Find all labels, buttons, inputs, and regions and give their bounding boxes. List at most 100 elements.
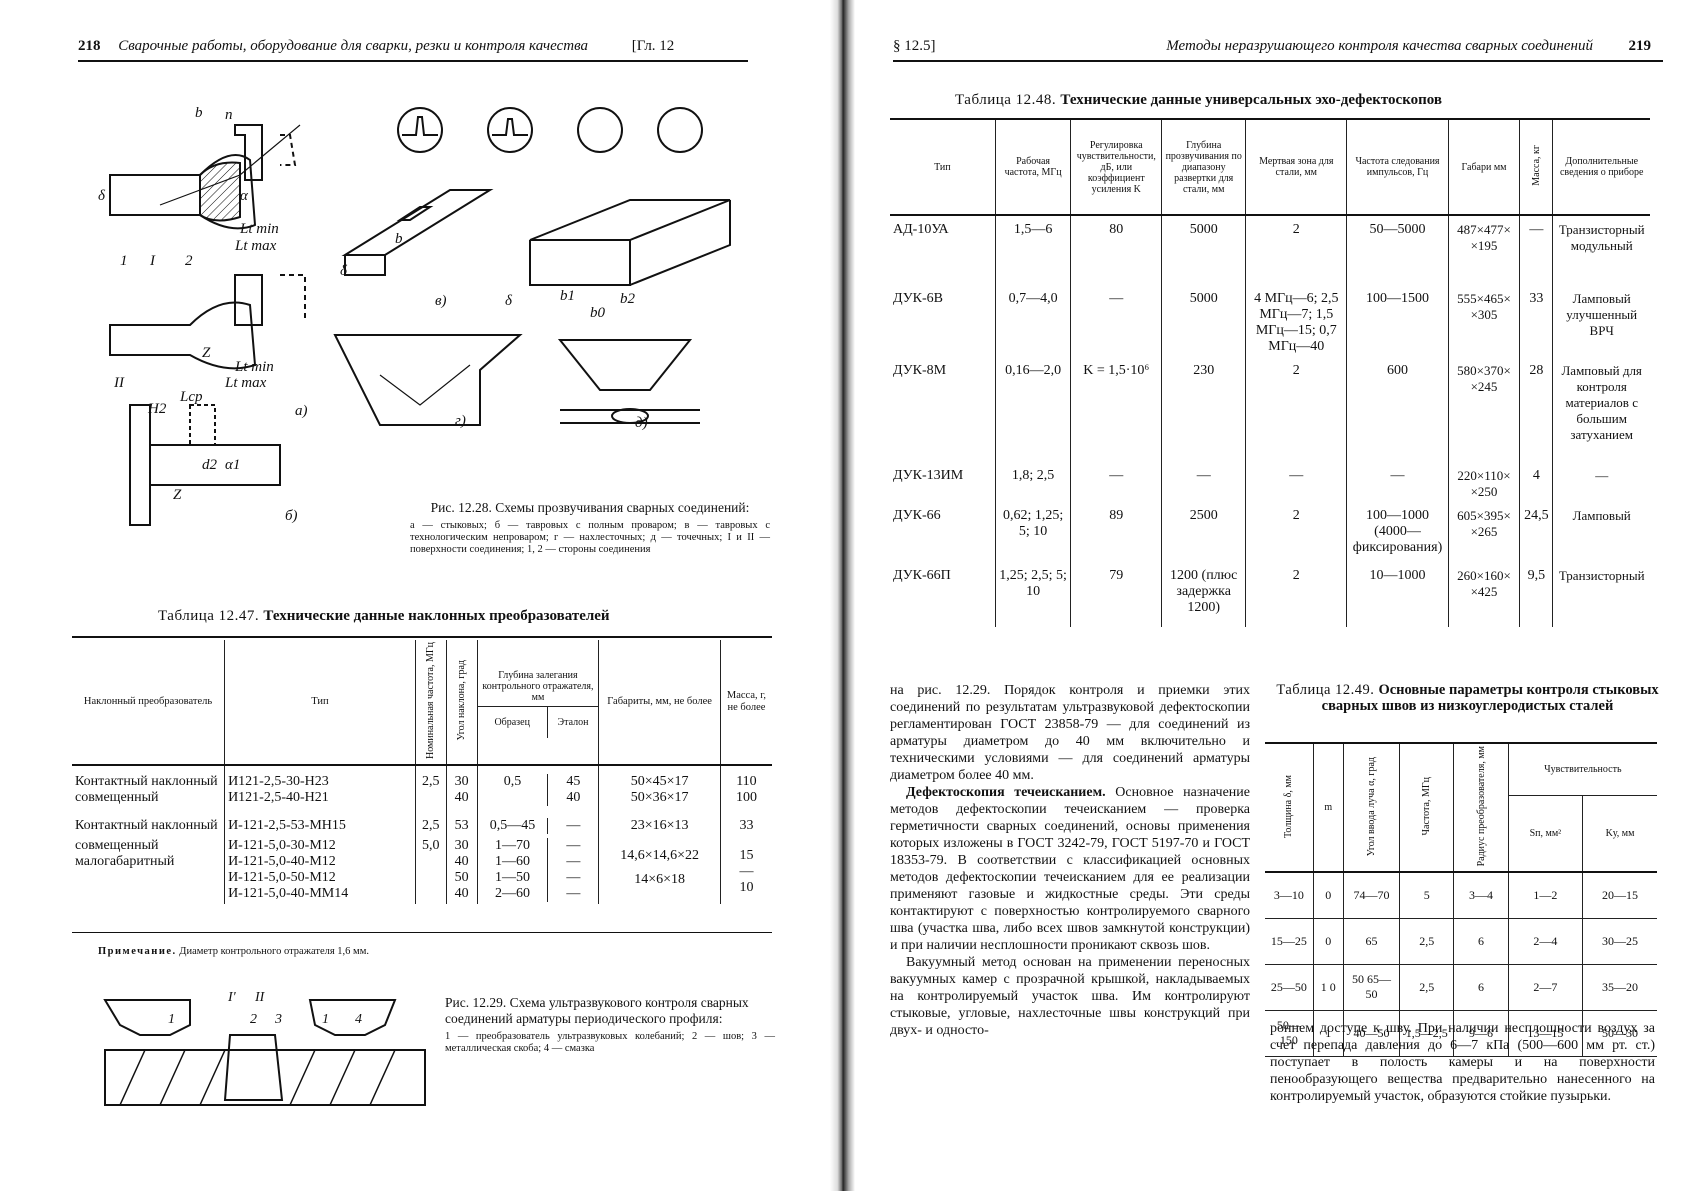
plate-side-d (629, 200, 731, 286)
dim-h2: H2 (147, 401, 167, 417)
table-1248-cell: 605×395× ×265 (1447, 502, 1520, 562)
cell-sample: 0,5—45 (489, 818, 536, 833)
dim-ltmax-a: Lt max (234, 238, 277, 254)
cell-sample: 0,5 (503, 774, 522, 789)
weld-clip (223, 1034, 284, 1101)
table-1248-header: Тип Рабочая частота, МГц Регулировка чув… (890, 120, 1650, 216)
table-1248-cell: 1200 (плюс задержка 1200) (1161, 562, 1246, 627)
dim-delta-v: δ (340, 263, 348, 279)
cell-etalon: — (566, 870, 581, 885)
th-m: m (1312, 744, 1344, 874)
label-4: 4 (355, 1012, 362, 1027)
table-1248-cell: — (1346, 462, 1449, 502)
cell-type: И-121-5,0-50-М12 (228, 870, 336, 885)
cell-group-3: совмещенный малогабаритный (75, 838, 175, 869)
table-1249-cell: 1 (1312, 1010, 1344, 1057)
table-1248-cell: 487×477× ×195 (1447, 215, 1520, 285)
table-1248-cell: 580×370× ×245 (1447, 357, 1520, 462)
cell-dims: 50×45×17 (630, 774, 689, 789)
table-1249-cell: 5 (1399, 872, 1454, 919)
dim-alpha: α (240, 188, 249, 204)
butt-weld-b (109, 301, 257, 370)
th-converter: Наклонный преобразователь (72, 640, 225, 766)
table-1249-cell: 0 (1312, 872, 1344, 919)
label-II: II (113, 375, 125, 391)
panel-label-v: в) (435, 293, 447, 309)
table-1249-cell: 2,5 (1399, 964, 1454, 1011)
table-1249-cell: 65 (1342, 918, 1400, 965)
cell-type: И-121-2,5-53-МН15 (224, 808, 416, 836)
left-header-rule (78, 60, 748, 62)
table-1249-cell: 3—10 (1273, 888, 1304, 903)
dim-b1: b1 (560, 288, 575, 304)
tee-web (129, 404, 151, 526)
table-1248-top-rule (890, 118, 1650, 120)
table-1249-cell: 74—70 (1342, 872, 1400, 919)
th-mass: Масса, г, не более (719, 640, 772, 766)
table-1247-row-2: Контактный наклонный И-121-2,5-53-МН15 2… (72, 808, 772, 836)
th-extra: Дополнительные сведения о приборе (1552, 120, 1650, 216)
dim-lcp: Lср (179, 389, 203, 405)
cell-angle: 53 (445, 808, 478, 836)
cell-angle: 40 (454, 854, 469, 869)
th-type: Тип (890, 120, 996, 216)
cell-type: И-121-5,0-40-ММ14 (228, 886, 349, 901)
th-sp: Sп, мм² (1507, 795, 1583, 874)
th-rep-rate: Частота следования импульсов, Гц (1346, 120, 1449, 216)
left-header-title: Сварочные работы, оборудование для сварк… (118, 38, 589, 54)
table-1248-cell: 33 (1519, 285, 1553, 357)
table-1247-row-1: Контактный наклонный совмещенный И121-2,… (72, 765, 772, 808)
table-1248-cell: 260×160× ×425 (1447, 562, 1520, 627)
table-1247: Наклонный преобразователь Тип Номинальна… (72, 640, 772, 904)
cell-sample: 1—70 (495, 838, 531, 853)
table-1248-cell: 1,5—6 (994, 215, 1071, 285)
dim-b: b (195, 105, 203, 121)
scope-circle-d1 (577, 107, 623, 153)
dim-z-tee: Z (173, 487, 182, 503)
dim-b0: b0 (590, 305, 606, 321)
table-1248-cell: 50—5000 (1346, 215, 1449, 285)
panel-label-d: д) (635, 415, 648, 431)
para-vacuum-method: Вакуумный метод основан на применении пе… (890, 955, 1250, 1038)
cell-type: И121-2,5-40-Н21 (228, 790, 329, 805)
dim-ltmax-b: Lt max (224, 375, 267, 391)
table-1249-top-rule (1265, 742, 1657, 744)
lap-plates (333, 334, 523, 426)
table-1248-cell: 5000 (1161, 215, 1246, 285)
table-1249-cell: 1—2 (1507, 872, 1583, 919)
scope-circle-v (397, 107, 443, 153)
label-2: 2 (250, 1012, 257, 1027)
left-page: 218 Сварочные работы, оборудование для с… (0, 0, 830, 1191)
table-1249-cell: 15—25 (1270, 933, 1307, 948)
cell-sample: 1—50 (495, 870, 531, 885)
table-1249-title: Таблица 12.49. Основные параметры контро… (1275, 682, 1660, 714)
th-thickness: Толщина δ, мм (1283, 774, 1295, 838)
label-3: 3 (275, 1012, 282, 1027)
fig-1229-caption: Рис. 12.29. Схема ультразвукового контро… (445, 995, 775, 1055)
table-1248-cell: 2 (1245, 502, 1347, 562)
table-1248-cell: 600 (1346, 357, 1449, 462)
table-1249-cell: 50 65—50 (1342, 964, 1400, 1011)
table-1248-cell: Ламповый для контроля материалов с больш… (1552, 357, 1650, 462)
subhead-leak-detection: Дефектоскопия течеисканием. (906, 785, 1106, 800)
table-1247-title: Таблица 12.47. Технические данные наклон… (158, 608, 758, 625)
table-1249-cell: 0 (1312, 918, 1344, 965)
cell-type: И-121-5,0-40-М12 (228, 854, 336, 869)
table-1248-cell: K = 1,5·10⁶ (1070, 357, 1162, 462)
cell-group-2: Контактный наклонный (75, 818, 218, 833)
panel-label-b: б) (285, 508, 298, 524)
dim-b-v: b (395, 231, 403, 247)
cell-mass: — (739, 864, 754, 879)
table-1248-cell: 2500 (1161, 502, 1246, 562)
cell-etalon: — (566, 838, 581, 853)
tee-flange (149, 444, 281, 486)
cell-angle: 40 (454, 886, 469, 901)
table-1248-cell: — (1519, 215, 1553, 285)
table-1249-cell: 35—20 (1582, 964, 1657, 1011)
tee-front-v (344, 255, 386, 276)
table-1249-cell: 1 0 (1312, 964, 1344, 1011)
